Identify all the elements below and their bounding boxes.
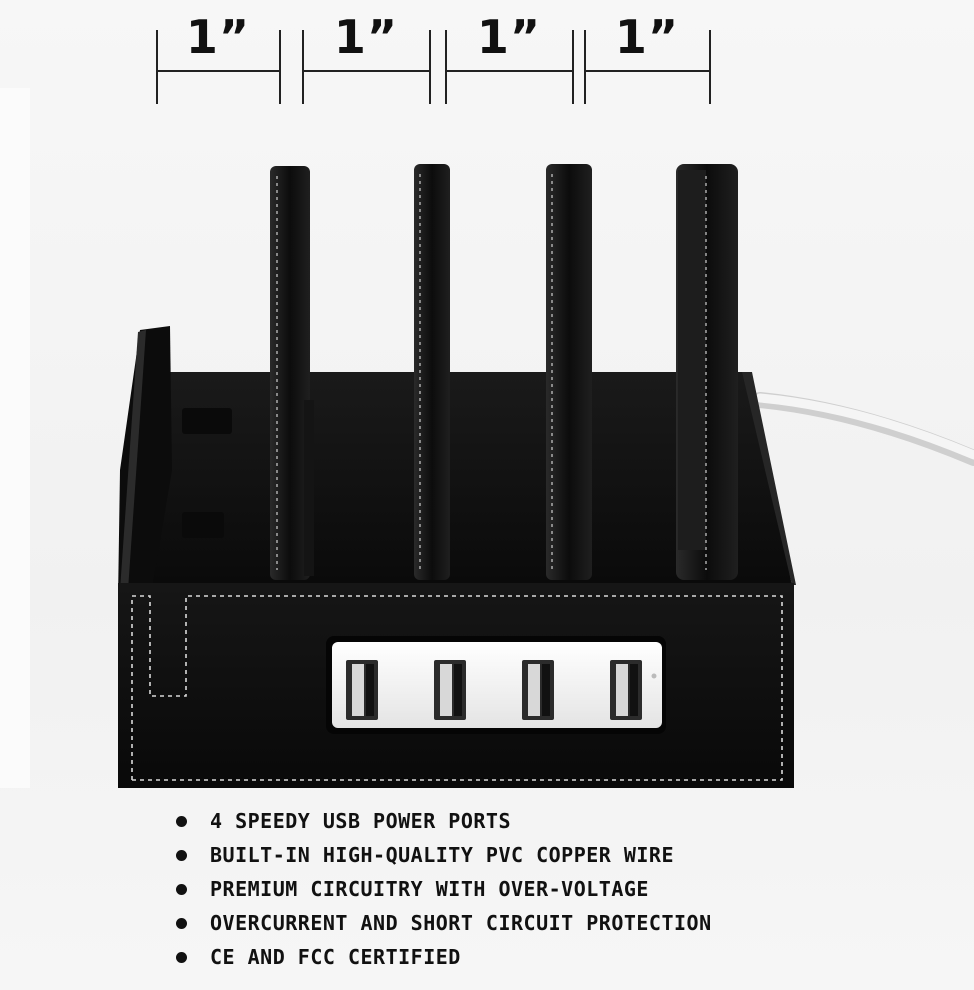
divider-panel-1	[270, 166, 314, 580]
divider-panel-3	[546, 164, 592, 580]
power-cable	[752, 392, 974, 466]
base-right-side	[742, 372, 796, 585]
feature-text: BUILT-IN HIGH-QUALITY PVC COPPER WIRE	[210, 843, 675, 867]
feature-list: 4 SPEEDY USB POWER PORTS BUILT-IN HIGH-Q…	[172, 806, 892, 976]
usb-port-1	[346, 660, 378, 720]
divider-panel-4	[676, 164, 738, 580]
feature-item: OVERCURRENT AND SHORT CIRCUIT PROTECTION	[172, 908, 892, 942]
feature-text: OVERCURRENT AND SHORT CIRCUIT PROTECTION	[210, 911, 712, 935]
bullet-icon	[176, 884, 187, 895]
divider-panel-2	[414, 164, 450, 580]
feature-text: PREMIUM CIRCUITRY WITH OVER-VOLTAGE	[210, 877, 649, 901]
photo-left-strip	[0, 88, 30, 788]
indicator-light	[651, 673, 657, 679]
dimension-label-4: 1”	[614, 10, 680, 64]
dimension-label-2: 1”	[333, 10, 399, 64]
feature-text: 4 SPEEDY USB POWER PORTS	[210, 809, 511, 833]
feature-item: BUILT-IN HIGH-QUALITY PVC COPPER WIRE	[172, 840, 892, 874]
bullet-icon	[176, 850, 187, 861]
bullet-icon	[176, 816, 187, 827]
dimension-label-1: 1”	[185, 10, 251, 64]
dimension-label-3: 1”	[476, 10, 542, 64]
dimension-lines	[156, 30, 711, 104]
feature-text: CE AND FCC CERTIFIED	[210, 945, 461, 969]
usb-port-2	[434, 660, 466, 720]
usb-port-3	[522, 660, 554, 720]
usb-port-panel	[326, 636, 666, 734]
bullet-icon	[176, 918, 187, 929]
feature-item: CE AND FCC CERTIFIED	[172, 942, 892, 976]
front-stitching	[131, 595, 783, 781]
dimension-markers: 1” 1” 1” 1”	[0, 0, 974, 110]
usb-port-4	[610, 660, 642, 720]
left-upright	[118, 326, 232, 600]
feature-item: PREMIUM CIRCUITRY WITH OVER-VOLTAGE	[172, 874, 892, 908]
feature-item: 4 SPEEDY USB POWER PORTS	[172, 806, 892, 840]
bullet-icon	[176, 952, 187, 963]
charging-station-image	[118, 164, 974, 788]
